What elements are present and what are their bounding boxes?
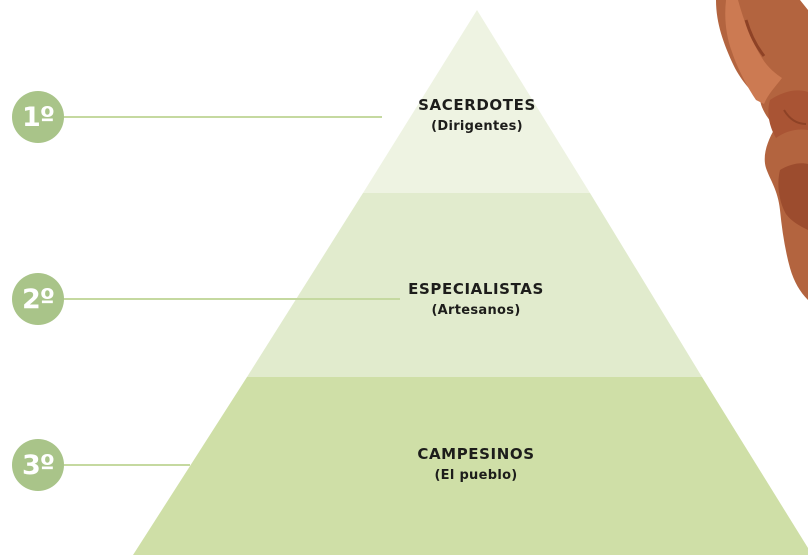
tier-1-subtitle: (Dirigentes) — [431, 119, 523, 134]
tier-3-shape — [133, 377, 808, 555]
tier-2-name: ESPECIALISTAS — [408, 280, 544, 298]
tier-2-shape — [247, 193, 702, 377]
tier-1-label: SACERDOTES (Dirigentes) — [347, 94, 607, 138]
tier-3-subtitle: (El pueblo) — [434, 468, 518, 483]
rank-badge-2: 2º — [12, 273, 64, 325]
tier-3-name: CAMPESINOS — [417, 445, 535, 463]
tier-1-name: SACERDOTES — [418, 96, 536, 114]
tier-2-subtitle: (Artesanos) — [431, 303, 521, 318]
rank-badge-3: 3º — [12, 439, 64, 491]
rank-badge-1: 1º — [12, 91, 64, 143]
tier-1-shape — [363, 10, 590, 193]
tier-2-label: ESPECIALISTAS (Artesanos) — [346, 278, 606, 322]
ceramic-vessel-image — [716, 0, 808, 300]
tier-3-label: CAMPESINOS (El pueblo) — [346, 443, 606, 487]
